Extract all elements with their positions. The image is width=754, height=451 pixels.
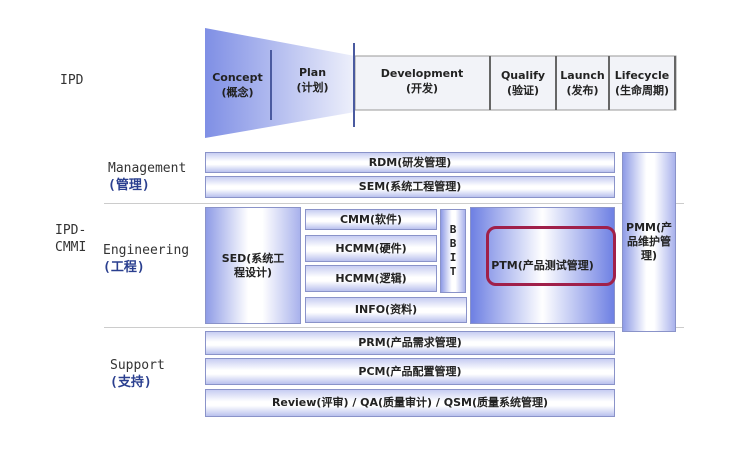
phase-label-cn: (生命周期) (614, 84, 670, 97)
divider (104, 327, 684, 328)
ipd-label: IPD (60, 73, 84, 88)
phase-label-cn: (开发) (405, 82, 439, 95)
phase-label: Launch (560, 69, 605, 82)
highlight-box (486, 226, 616, 286)
hcmm-logic-block: HCMM(逻辑) (305, 265, 437, 292)
rdm-block: RDM(研发管理) (205, 152, 615, 173)
review-qa-qsm-block: Review(评审) / QA(质量审计) / QSM(质量系统管理) (205, 389, 615, 417)
ipd-cmmi-line1: IPD- (55, 223, 87, 238)
engineering-label: Engineering (工程) (103, 242, 189, 276)
ipd-cmmi-line2: CMMI (55, 240, 87, 255)
phase-bar (354, 55, 677, 111)
management-label: Management (管理) (108, 160, 186, 194)
sed-block: SED(系统工程设计) (205, 207, 301, 324)
phase-label: Qualify (500, 69, 546, 82)
engineering-cn: (工程) (103, 260, 145, 275)
management-en: Management (108, 161, 187, 176)
pcm-block: PCM(产品配置管理) (205, 358, 615, 385)
ptm-label: PTM(产品测试管理) (491, 258, 594, 272)
phase-development: Development (开发) (355, 56, 491, 110)
phase-launch: Launch (发布) (557, 56, 610, 110)
phase-label-cn: (概念) (221, 86, 254, 99)
hcmm-hardware-block: HCMM(硬件) (305, 235, 437, 262)
sem-block: SEM(系统工程管理) (205, 176, 615, 198)
phase-plan: Plan (计划) (272, 43, 355, 127)
phase-qualify: Qualify (验证) (491, 56, 557, 110)
prm-block: PRM(产品需求管理) (205, 331, 615, 355)
phase-label-cn: (计划) (296, 81, 329, 94)
support-en: Support (110, 358, 165, 373)
ipd-funnel (205, 28, 677, 138)
info-block: INFO(资料) (305, 297, 467, 323)
bbit-block: BBIT (440, 209, 466, 293)
management-cn: (管理) (108, 178, 150, 193)
phase-label: Development (380, 67, 464, 80)
phase-concept: Concept (概念) (205, 50, 272, 120)
phase-label: Lifecycle (614, 69, 670, 82)
cmm-block: CMM(软件) (305, 209, 437, 230)
phase-label-cn: (发布) (566, 84, 599, 97)
support-label: Support (支持) (110, 357, 165, 391)
phase-label-cn: (验证) (506, 84, 540, 97)
funnel-shape (205, 28, 355, 138)
phase-lifecycle: Lifecycle (生命周期) (610, 56, 676, 110)
divider (104, 203, 684, 204)
support-cn: (支持) (110, 375, 152, 390)
phase-label: Plan (298, 66, 327, 79)
pmm-block: PMM(产品维护管理) (622, 152, 676, 332)
phase-label: Concept (212, 71, 263, 84)
ipd-cmmi-label: IPD- CMMI (55, 222, 86, 256)
engineering-en: Engineering (103, 243, 190, 258)
